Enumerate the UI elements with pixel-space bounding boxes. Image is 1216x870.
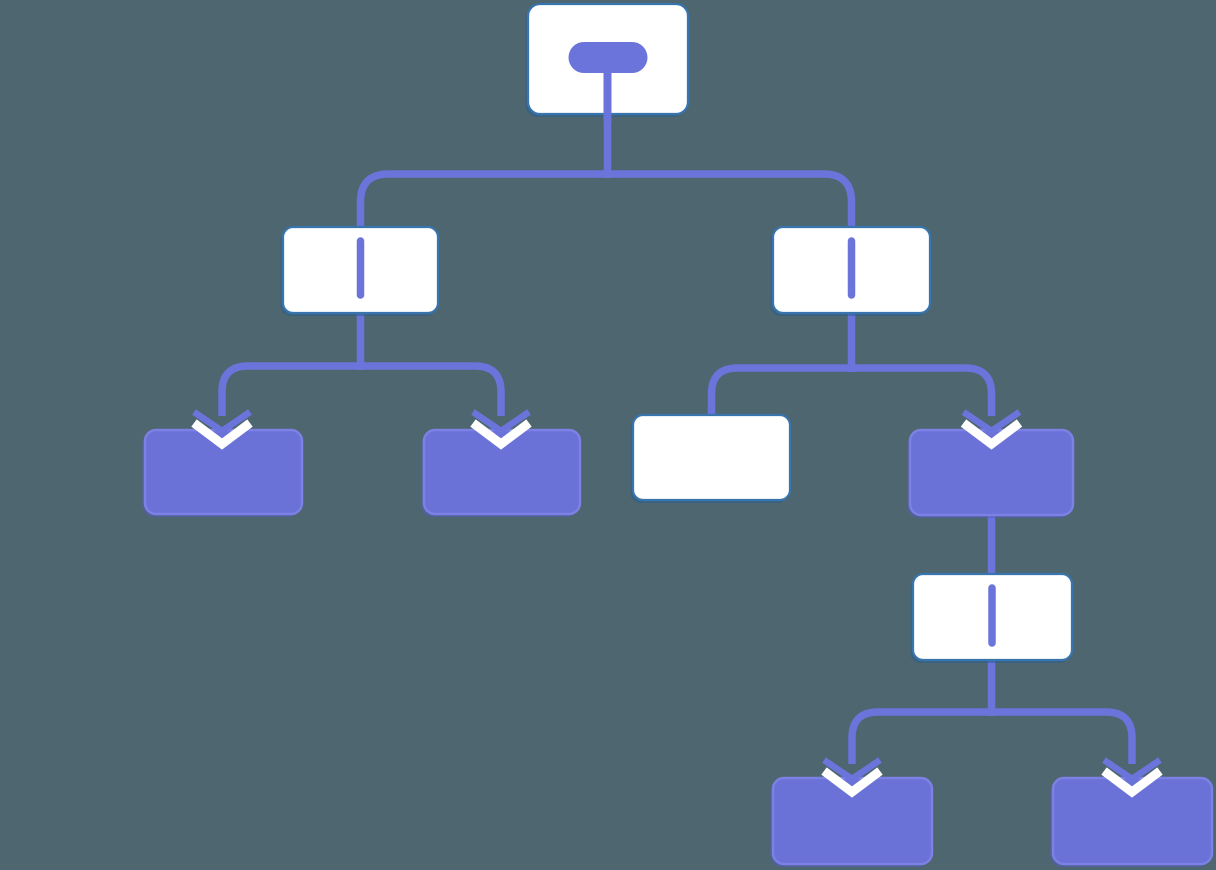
double-chevron-arrowhead-icon bbox=[470, 409, 532, 450]
double-chevron-arrowhead-icon bbox=[191, 409, 253, 450]
chevron-white-stroke bbox=[960, 419, 1023, 450]
node-leaf-3 bbox=[631, 413, 792, 502]
root-pill bbox=[568, 42, 648, 73]
chevron-purple-stroke bbox=[471, 409, 531, 435]
decor-layer bbox=[191, 42, 1163, 798]
chevron-white-stroke bbox=[470, 419, 532, 450]
chevron-white-stroke bbox=[821, 767, 883, 798]
chevron-white-stroke bbox=[1101, 767, 1163, 798]
chevron-purple-stroke bbox=[1102, 757, 1162, 783]
double-chevron-arrowhead-icon bbox=[821, 757, 883, 798]
chevron-white-stroke bbox=[191, 419, 253, 450]
chevron-purple-stroke bbox=[822, 757, 882, 783]
double-chevron-arrowhead-icon bbox=[960, 409, 1023, 450]
chevron-purple-stroke bbox=[192, 409, 252, 435]
edge-junction-3 bbox=[707, 364, 996, 420]
edge-junction-1 bbox=[356, 170, 856, 229]
edges-layer bbox=[218, 70, 1136, 764]
chevron-purple-stroke bbox=[961, 409, 1022, 435]
double-chevron-arrowhead-icon bbox=[1101, 757, 1163, 798]
edge-junction-4 bbox=[848, 708, 1136, 764]
nodes-layer bbox=[142, 2, 1214, 867]
edge-junction-2 bbox=[218, 362, 505, 416]
